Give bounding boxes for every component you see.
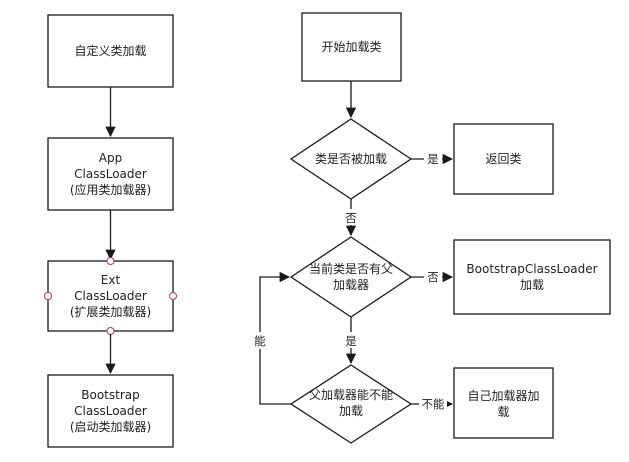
parent-can-load-line1: 父加载器能不能 bbox=[309, 388, 393, 402]
bootstrap-loader-line1: Bootstrap bbox=[81, 388, 139, 402]
start-label: 开始加载类 bbox=[321, 40, 381, 54]
return-class-node: 返回类 bbox=[453, 123, 554, 195]
bootstrap-loader-node: Bootstrap ClassLoader (启动类加载器) bbox=[47, 374, 174, 448]
self-load-node: 自己加载器加 载 bbox=[453, 367, 554, 439]
bootstrap-load-line2: 加载 bbox=[520, 278, 544, 292]
custom-loader-label: 自定义类加载 bbox=[74, 43, 146, 58]
self-load-line2: 载 bbox=[497, 405, 509, 419]
custom-loader-node: 自定义类加载 bbox=[47, 14, 174, 88]
connection-handle-right[interactable] bbox=[169, 292, 177, 300]
ext-loader-node[interactable]: Ext ClassLoader (扩展类加载器) bbox=[44, 257, 177, 335]
app-loader-line3: (应用类加载器) bbox=[70, 182, 151, 197]
bootstrap-loader-line2: ClassLoader bbox=[74, 404, 147, 418]
start-node: 开始加载类 bbox=[301, 12, 402, 82]
ext-loader-line1: Ext bbox=[101, 273, 121, 287]
bootstrap-loader-line3: (启动类加载器) bbox=[70, 420, 151, 434]
check-parent-decision: 当前类是否有父 加载器 bbox=[289, 236, 413, 318]
ext-loader-line3: (扩展类加载器) bbox=[70, 305, 151, 319]
ext-loader-line2: ClassLoader bbox=[74, 289, 147, 303]
app-loader-node: App ClassLoader (应用类加载器) bbox=[47, 137, 174, 211]
app-loader-line2: ClassLoader bbox=[74, 167, 147, 181]
edge-label-cannot: 不能 bbox=[422, 397, 445, 411]
app-loader-line1: App bbox=[99, 151, 122, 165]
edge-label-no1: 否 bbox=[345, 211, 357, 225]
edge-label-yes1: 是 bbox=[427, 152, 439, 166]
parent-can-load-line2: 加载 bbox=[339, 404, 363, 418]
check-loaded-label: 类是否被加载 bbox=[315, 152, 387, 166]
edge-label-yes2: 是 bbox=[345, 334, 357, 348]
connection-handle-bottom[interactable] bbox=[106, 327, 115, 335]
check-parent-line2: 加载器 bbox=[333, 278, 369, 292]
edge-label-can: 能 bbox=[254, 334, 266, 348]
parent-can-load-decision: 父加载器能不能 加载 bbox=[289, 364, 413, 444]
edge-label-no2: 否 bbox=[427, 270, 439, 284]
check-loaded-decision: 类是否被加载 bbox=[289, 118, 413, 200]
check-parent-line1: 当前类是否有父 bbox=[309, 261, 393, 276]
connection-handle-top[interactable] bbox=[106, 257, 115, 265]
self-load-line1: 自己加载器加 bbox=[467, 389, 539, 403]
return-class-label: 返回类 bbox=[485, 152, 521, 166]
bootstrap-load-node: BootstrapClassLoader 加载 bbox=[453, 239, 611, 315]
connection-handle-left[interactable] bbox=[44, 292, 52, 300]
bootstrap-load-line1: BootstrapClassLoader bbox=[466, 262, 597, 276]
